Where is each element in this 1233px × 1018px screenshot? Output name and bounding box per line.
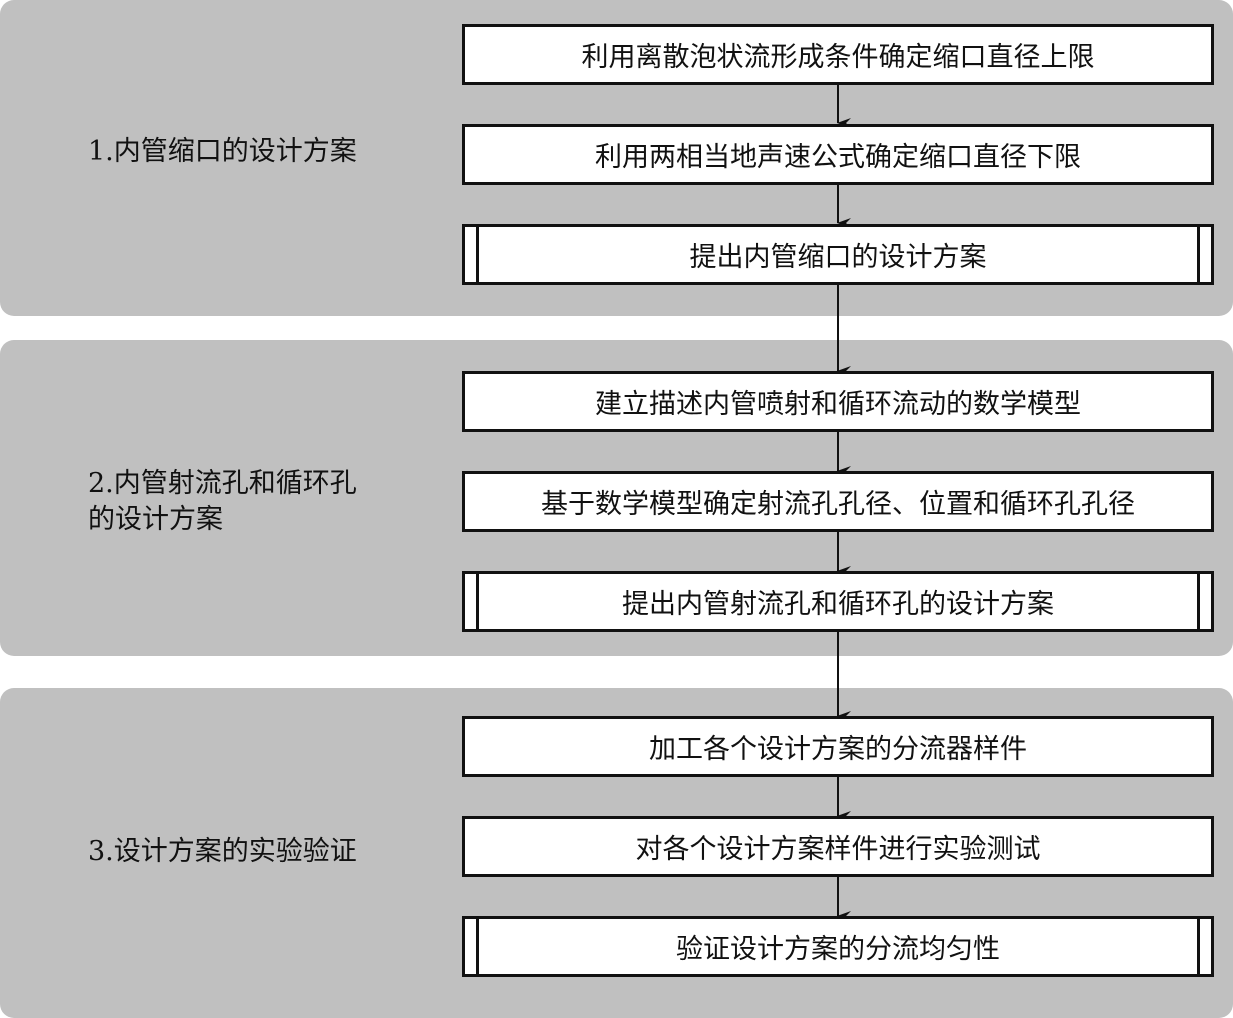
result-box: 提出内管射流孔和循环孔的设计方案 — [462, 571, 1214, 632]
step-box: 对各个设计方案样件进行实验测试 — [462, 816, 1214, 877]
result-box: 验证设计方案的分流均匀性 — [462, 916, 1214, 977]
stage-2-label: 2.内管射流孔和循环孔 的设计方案 — [88, 468, 357, 535]
result-box: 提出内管缩口的设计方案 — [462, 224, 1214, 285]
stage-3-label: 3.设计方案的实验验证 — [88, 836, 357, 867]
step-box: 基于数学模型确定射流孔孔径、位置和循环孔孔径 — [462, 471, 1214, 532]
step-box: 利用离散泡状流形成条件确定缩口直径上限 — [462, 24, 1214, 85]
step-box: 加工各个设计方案的分流器样件 — [462, 716, 1214, 777]
step-box: 利用两相当地声速公式确定缩口直径下限 — [462, 124, 1214, 185]
stage-1-label: 1.内管缩口的设计方案 — [88, 136, 357, 167]
step-box: 建立描述内管喷射和循环流动的数学模型 — [462, 371, 1214, 432]
